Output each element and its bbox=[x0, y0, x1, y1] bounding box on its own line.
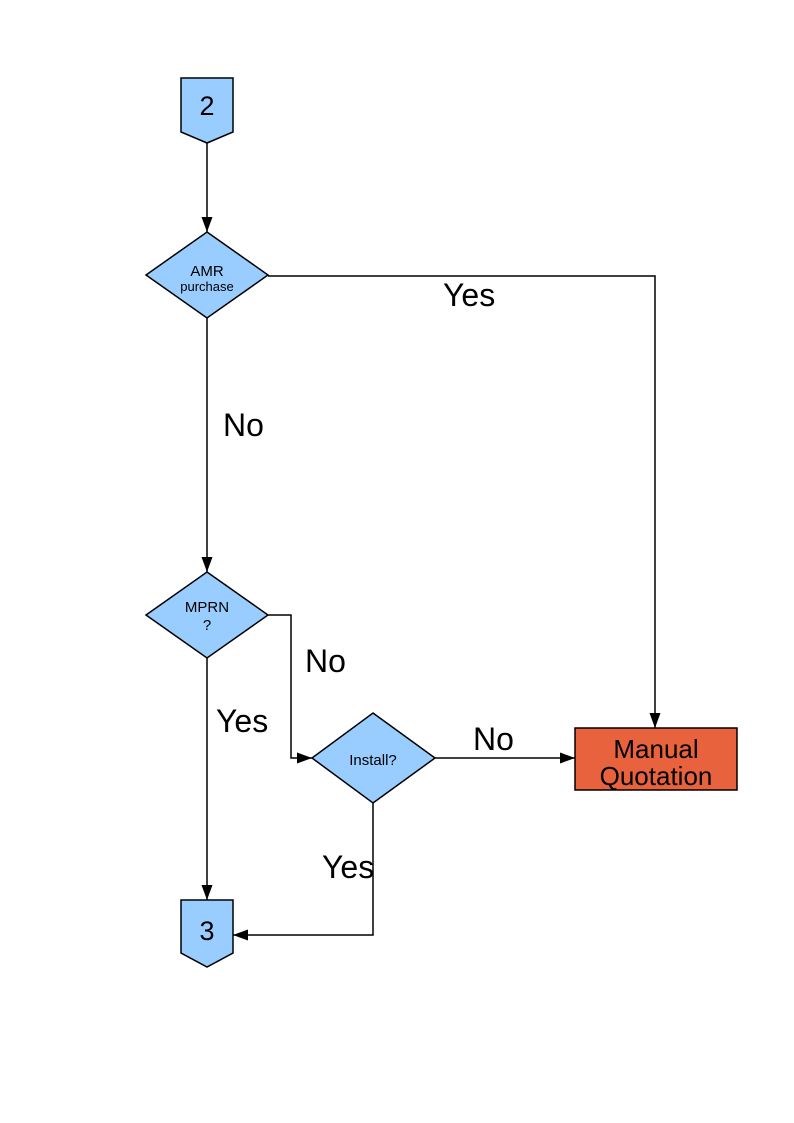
node-mprn-label-line1: MPRN bbox=[185, 599, 229, 616]
edge-label-mprn-yes: Yes bbox=[216, 703, 268, 739]
node-manual-quotation-line1: Manual bbox=[613, 734, 698, 764]
node-manual-quotation bbox=[574, 727, 738, 791]
edge-install-yes bbox=[233, 803, 374, 941]
node-amr-label-line1: AMR bbox=[190, 263, 224, 280]
edge-mprn-no bbox=[268, 614, 312, 764]
node-install-label: Install? bbox=[349, 752, 397, 769]
edge-label-mprn-no: No bbox=[305, 643, 346, 679]
edge-label-amr-yes: Yes bbox=[443, 277, 495, 313]
node-manual-quotation-line2: Quotation bbox=[600, 761, 713, 791]
node-mprn-decision bbox=[144, 571, 270, 659]
edge-label-install-no: No bbox=[473, 721, 514, 757]
node-amr-label-line2: purchase bbox=[180, 279, 233, 294]
node-connector-3-label: 3 bbox=[199, 916, 214, 946]
node-connector-2-label: 2 bbox=[199, 91, 214, 121]
node-connector-3 bbox=[180, 899, 234, 968]
edge-label-install-yes: Yes bbox=[322, 849, 374, 885]
node-install-decision bbox=[310, 712, 437, 804]
node-amr-decision bbox=[144, 231, 270, 319]
node-connector-2 bbox=[180, 77, 234, 144]
edge-label-amr-no: No bbox=[223, 407, 264, 443]
node-mprn-label-line2: ? bbox=[203, 617, 211, 634]
edge-amr-yes bbox=[268, 275, 661, 728]
